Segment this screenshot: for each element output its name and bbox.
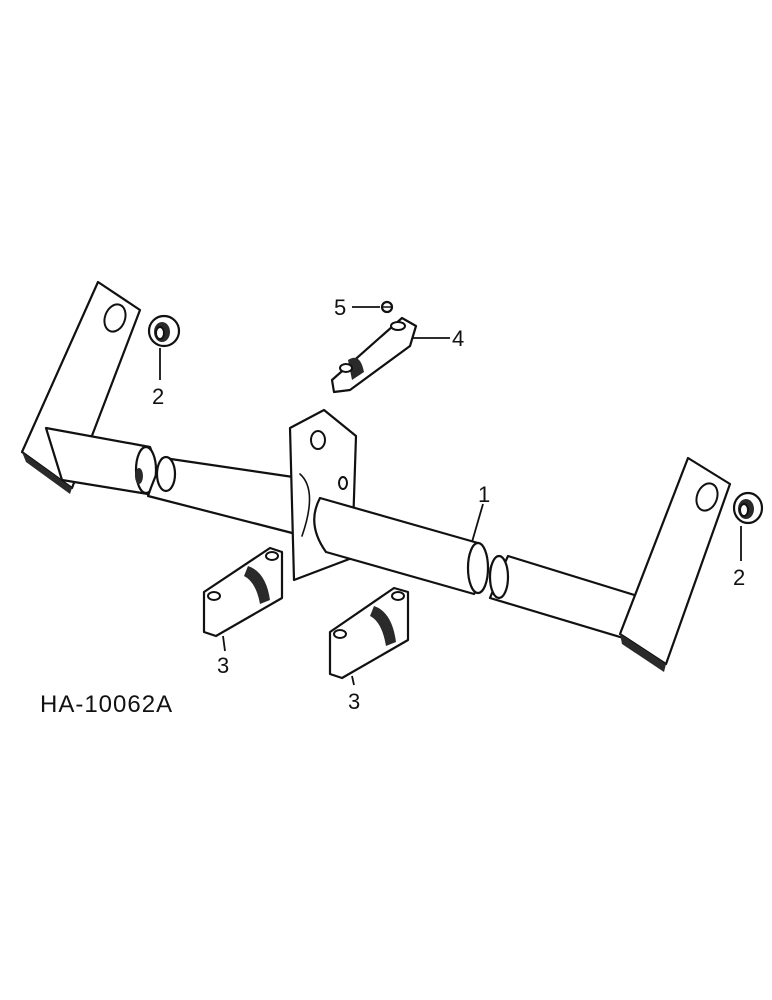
right-arm [618,456,732,672]
leader-3-left [222,635,226,652]
bushing-left [147,314,181,348]
callout-5: 5 [334,295,346,320]
center-shaft [146,455,302,537]
callout-1: 1 [478,482,490,507]
callout-2-right: 2 [733,565,745,590]
bushing-right [732,491,764,525]
callout-3-left: 3 [217,653,229,678]
leader-3-right [351,675,355,686]
clamp-right [328,586,410,680]
leader-1 [471,503,484,543]
screw [380,300,394,314]
clamp-left [202,546,284,638]
callout-4: 4 [452,326,464,351]
left-arm [20,280,158,496]
callout-3-right: 3 [348,689,360,714]
right-tube [488,554,646,642]
clamp-cap [330,316,418,394]
main-tube [313,496,497,596]
reference-code: HA-10062A [40,691,173,718]
callout-2-left: 2 [152,384,164,409]
